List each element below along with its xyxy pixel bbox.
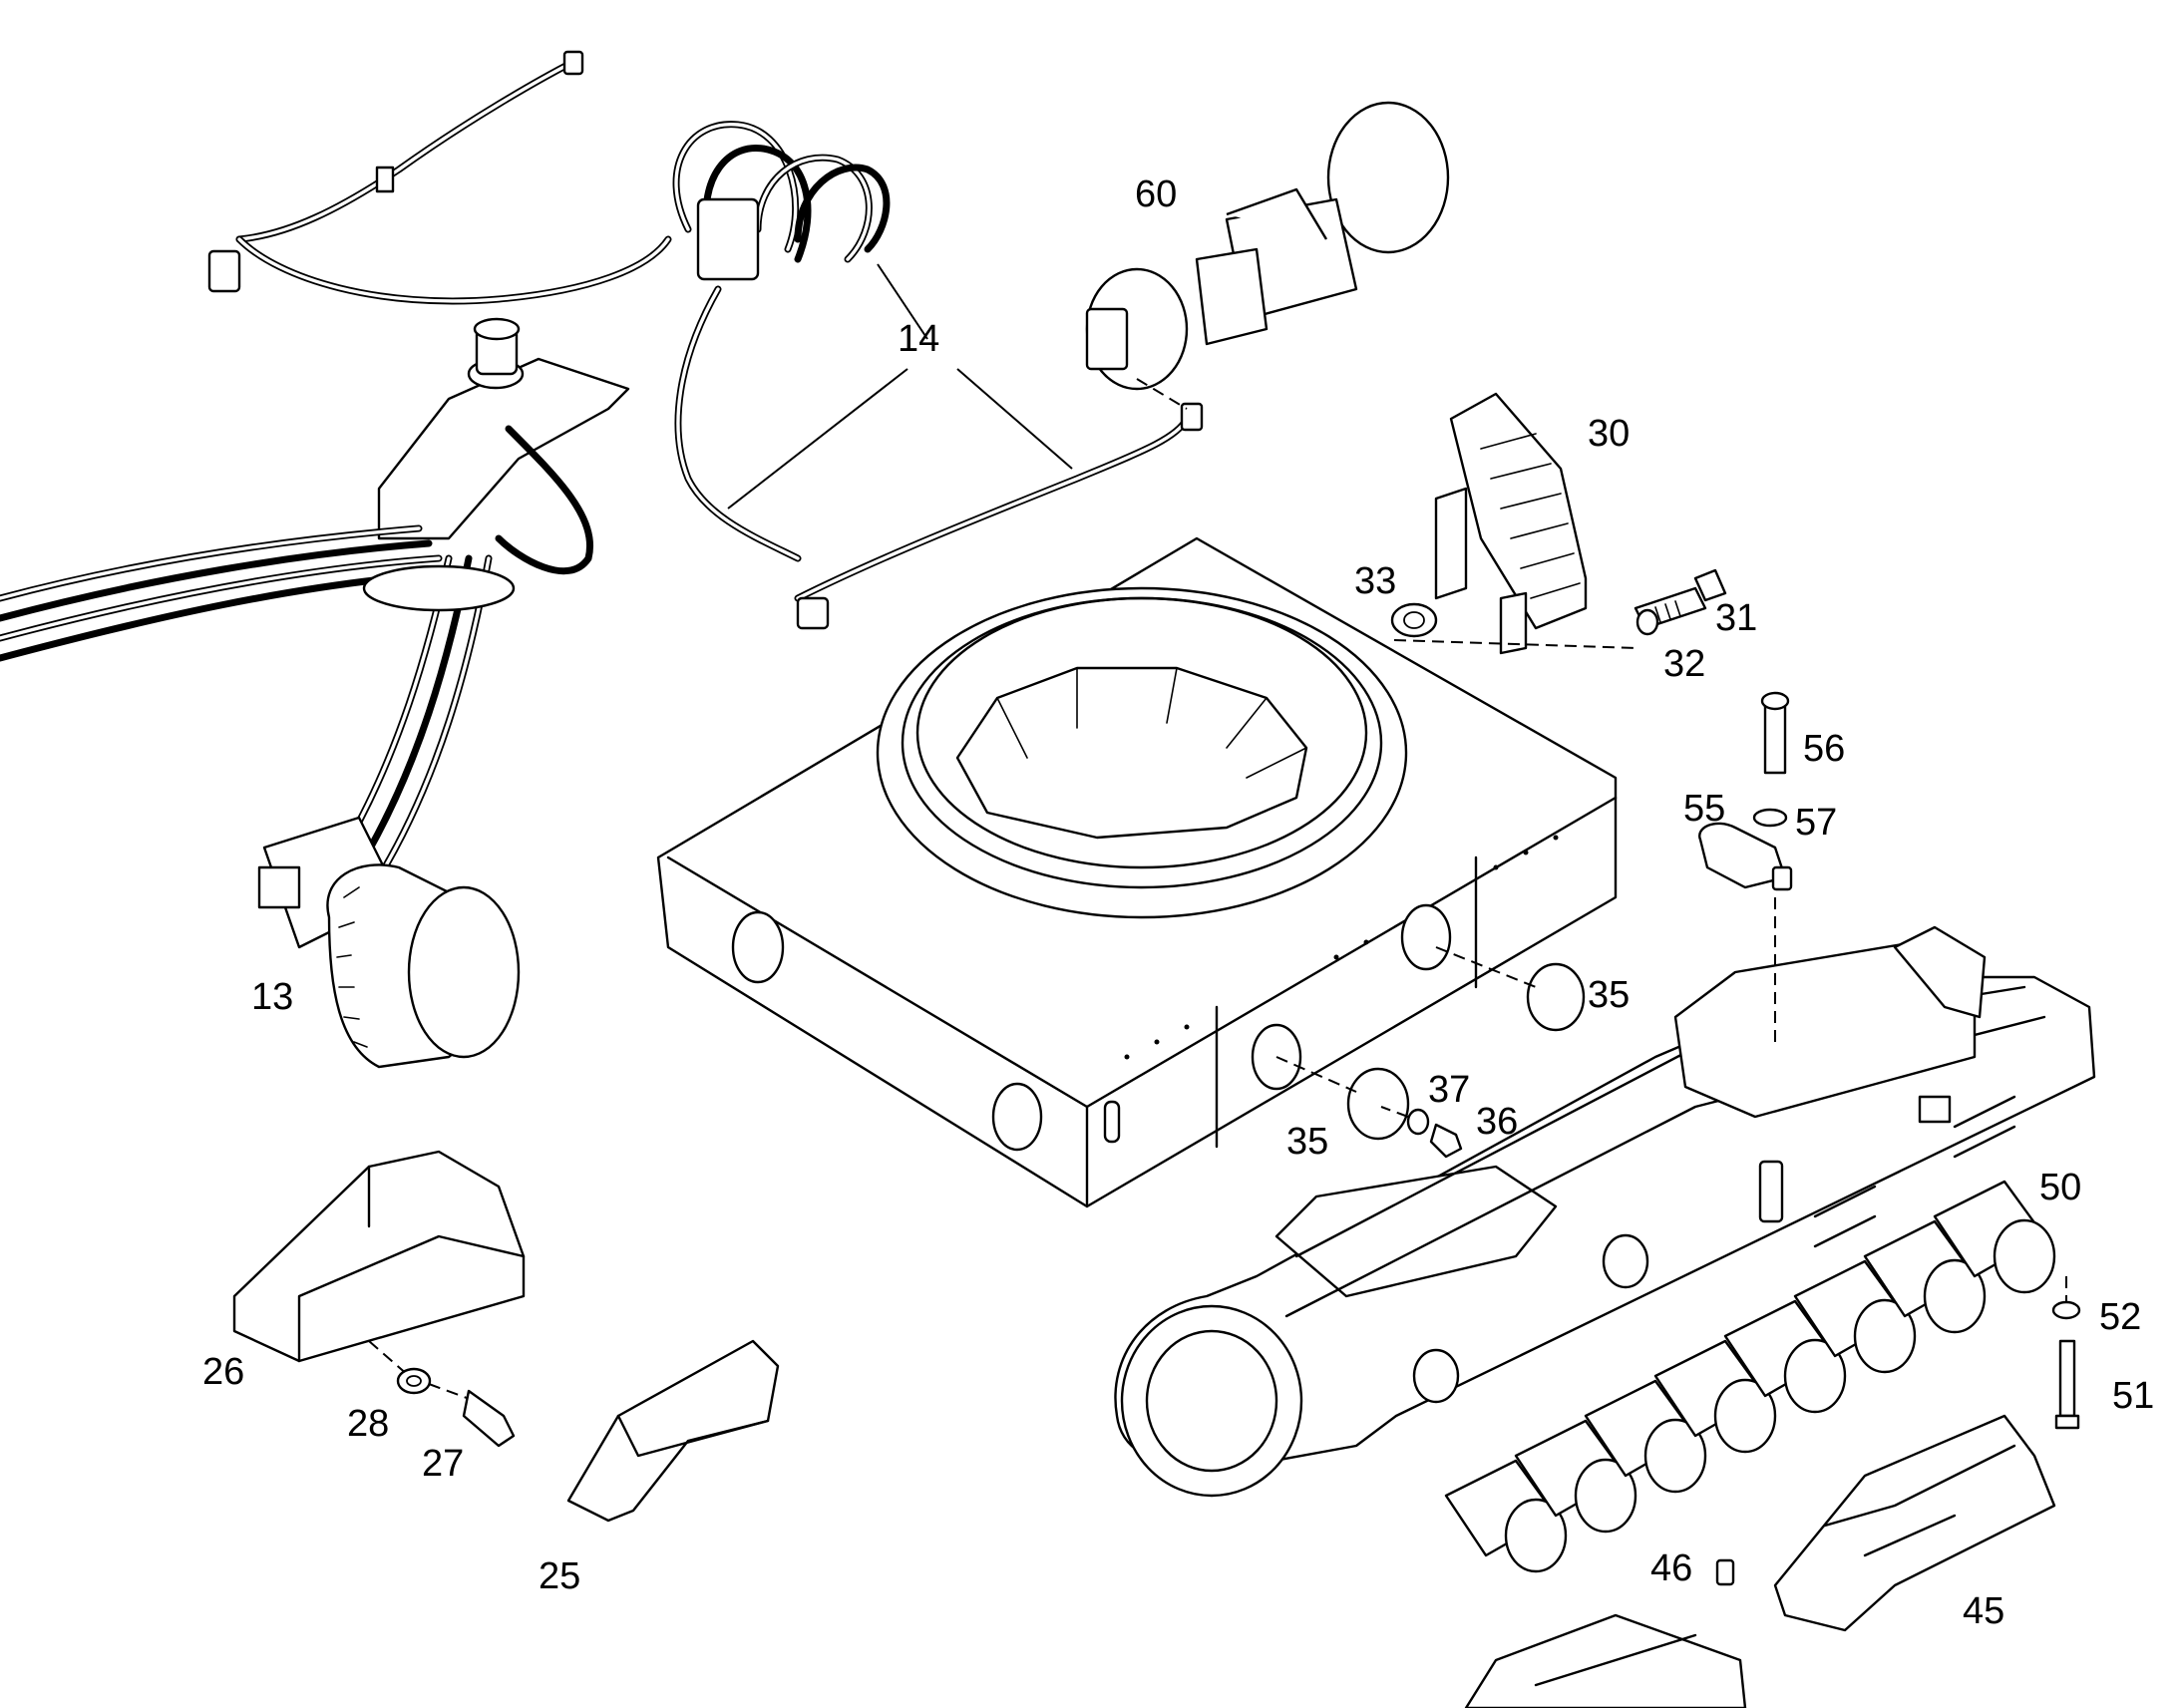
callout-32: 32: [1663, 643, 1705, 685]
callout-56: 56: [1803, 728, 1845, 770]
track-side-frame: [1114, 925, 2096, 1498]
track-rollers-50: [1444, 1180, 2081, 1573]
callout-35-right: 35: [1588, 974, 1630, 1016]
callout-46: 46: [1650, 1547, 1692, 1589]
callout-26: 26: [202, 1351, 244, 1393]
callout-37: 37: [1428, 1069, 1470, 1111]
callout-31: 31: [1715, 597, 1757, 639]
callout-50: 50: [2039, 1167, 2081, 1208]
travel-motor-13: [257, 816, 521, 1069]
hydraulic-branch-assembly: [0, 317, 630, 881]
callout-60: 60: [1135, 173, 1177, 215]
callout-30: 30: [1588, 413, 1630, 455]
fasteners-27-28: [396, 1367, 516, 1448]
track-guide-lower: [1464, 1613, 1747, 1708]
ladder-30: [1390, 392, 1727, 655]
swing-motor-60: [1085, 101, 1450, 410]
callout-55: 55: [1683, 788, 1725, 830]
callout-28: 28: [347, 1403, 389, 1445]
callout-13: 13: [251, 976, 293, 1018]
side-cover-25: [566, 1339, 780, 1523]
callout-25: 25: [539, 1555, 580, 1597]
callout-36: 36: [1476, 1101, 1518, 1143]
callout-52: 52: [2099, 1296, 2141, 1338]
callout-51: 51: [2112, 1375, 2154, 1417]
plug-46: [1715, 1558, 1735, 1586]
callout-33: 33: [1354, 560, 1396, 602]
callout-45: 45: [1963, 1590, 2004, 1632]
roller-row: [1444, 1180, 2056, 1573]
callout-14: 14: [898, 318, 939, 360]
track-guide-45: [1773, 1414, 2056, 1632]
callout-57: 57: [1795, 802, 1837, 844]
side-cover-26: [232, 1150, 526, 1377]
callout-35-left: 35: [1286, 1121, 1328, 1163]
callout-27: 27: [422, 1443, 464, 1485]
wire-harness-top: [207, 50, 672, 305]
hardware-55-56-57: [1698, 691, 1793, 1047]
car-body-frame: [656, 536, 1618, 1208]
bolt-washer-36-37: [1380, 1106, 1463, 1159]
hose-bundle-14: [672, 121, 1204, 630]
